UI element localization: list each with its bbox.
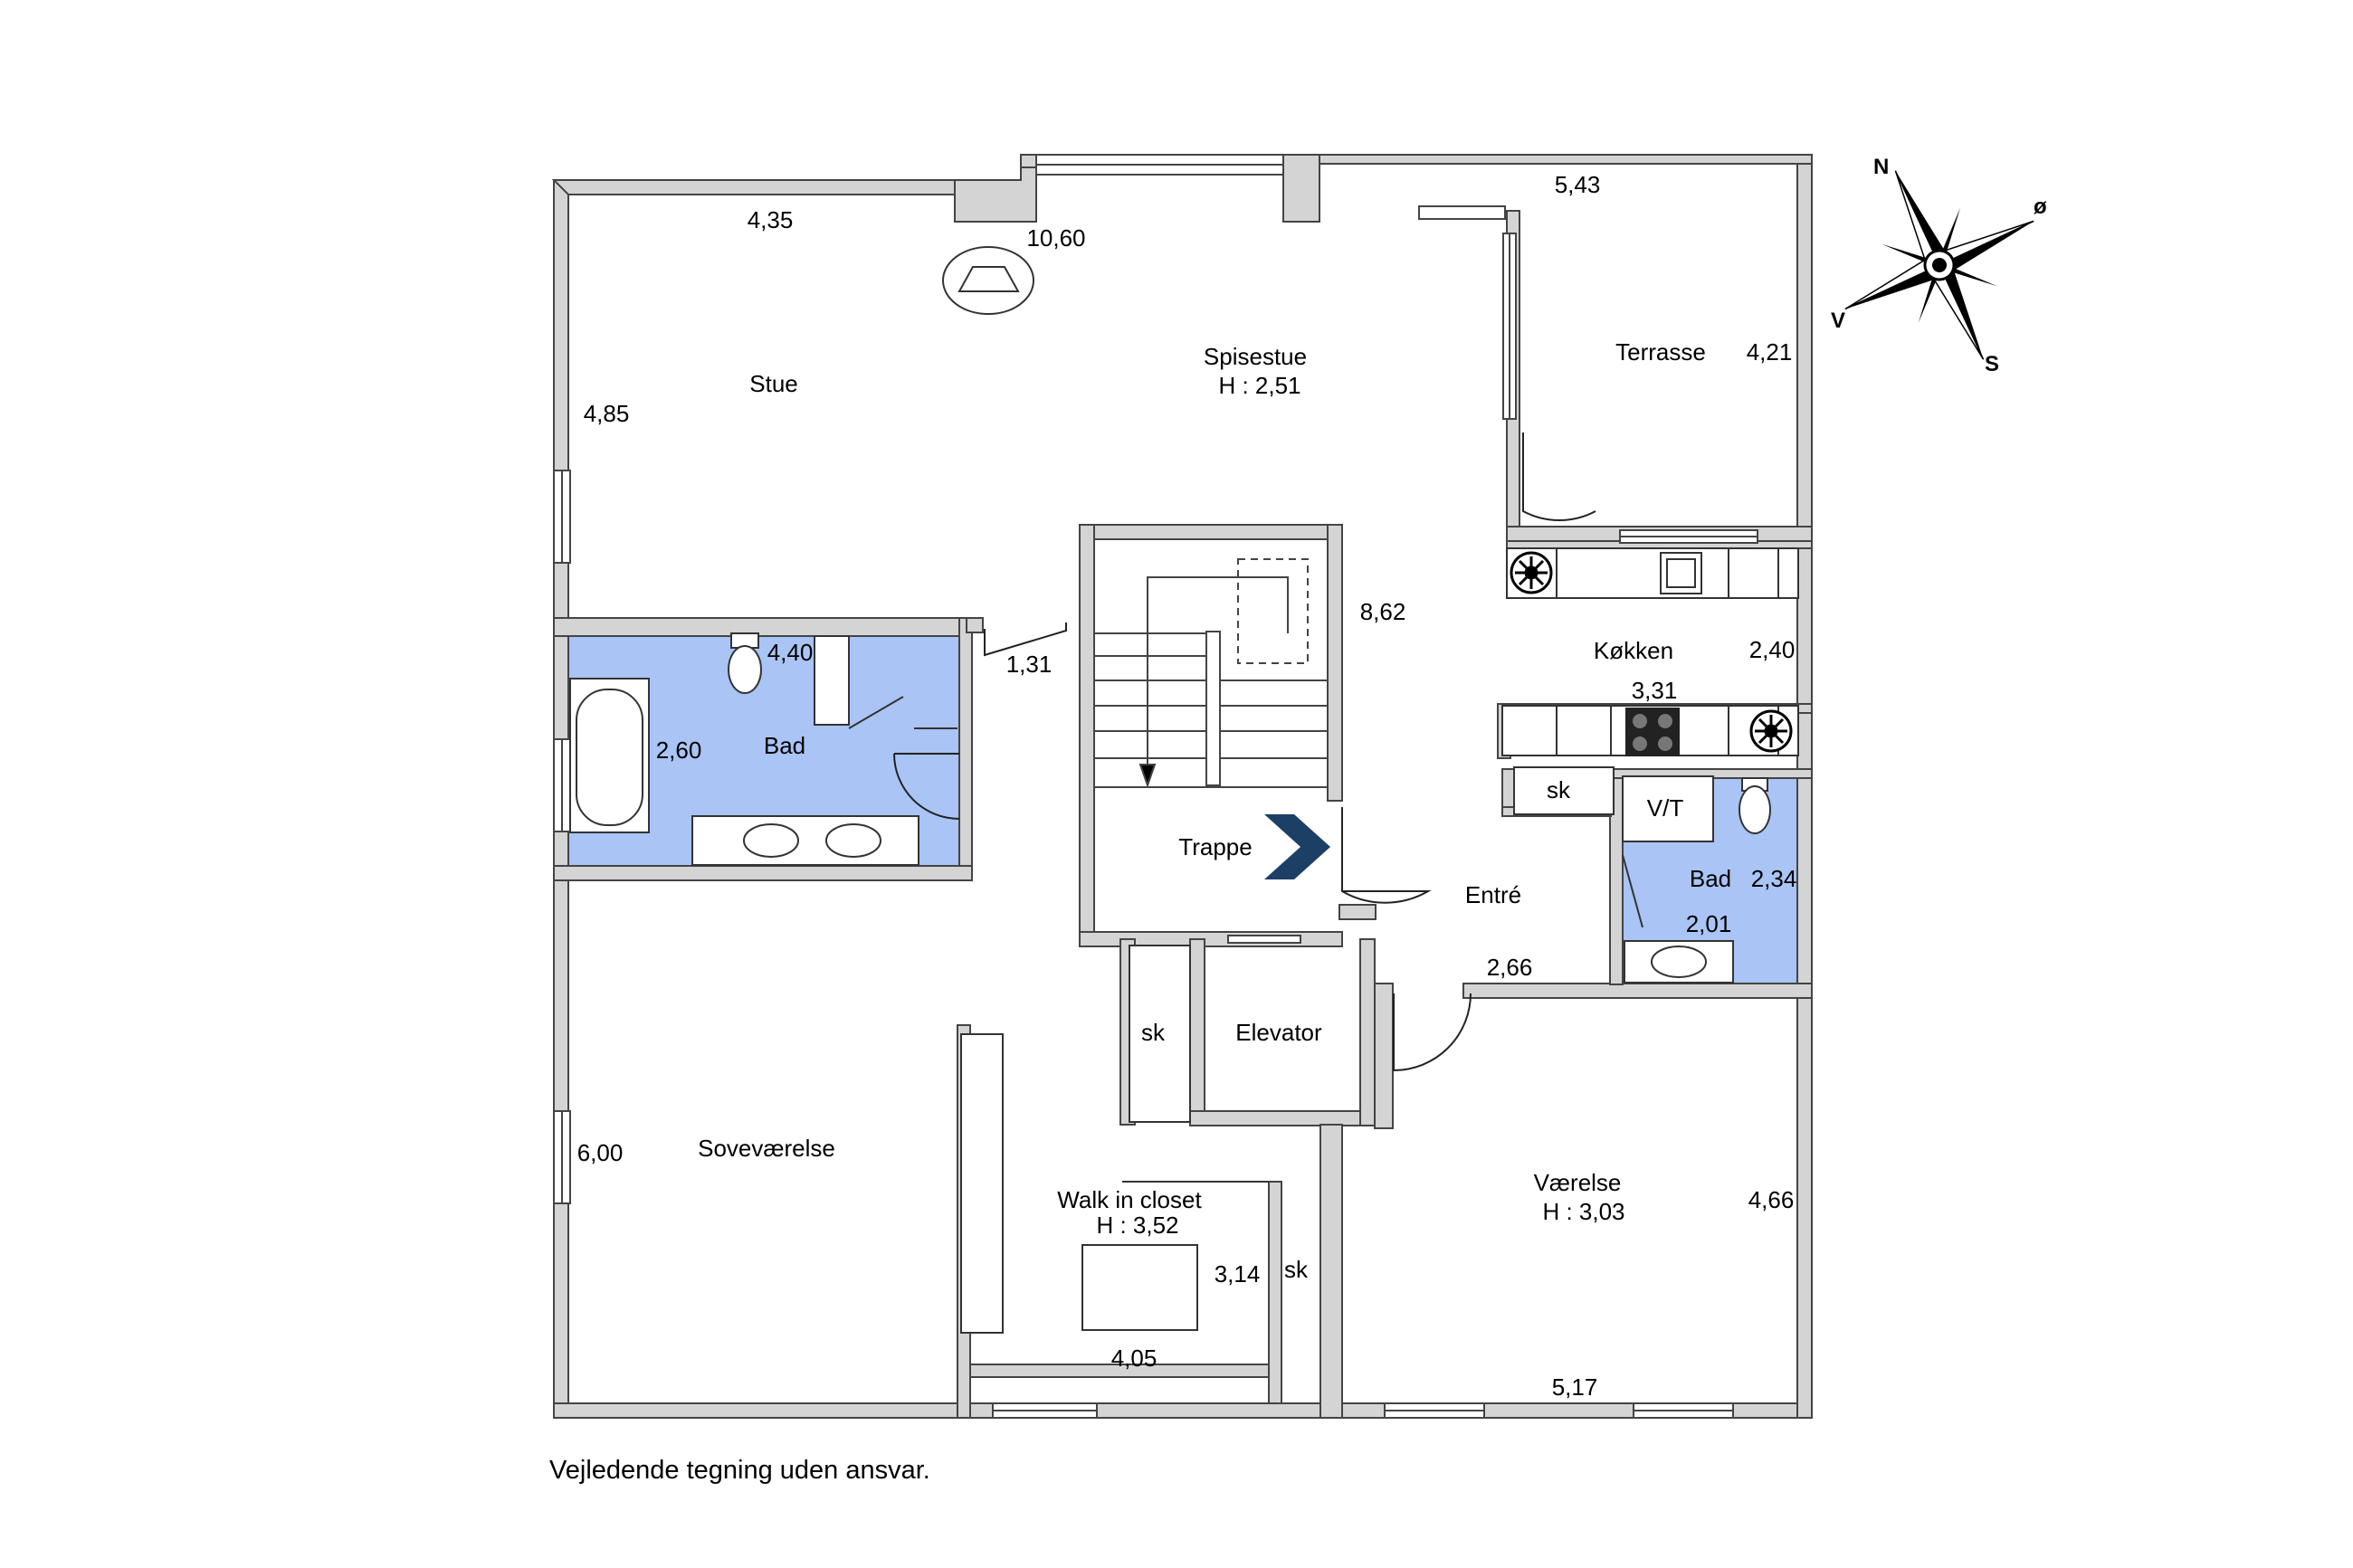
dimension-label: 10,60	[1026, 224, 1085, 252]
fan-icon	[1510, 551, 1553, 594]
fan-icon	[1749, 709, 1793, 753]
staircase	[1093, 538, 1329, 789]
doors	[893, 432, 1596, 1072]
compass-east-label: ø	[2034, 195, 2047, 219]
room-labels: Stue Spisestue H : 2,51 Terrasse Køkken …	[698, 338, 1731, 1283]
dimension-label: 4,35	[748, 206, 794, 233]
room-label-bad-left: Bad	[764, 732, 805, 759]
dimension-label: 4,66	[1748, 1186, 1795, 1213]
dimension-label: 2,60	[656, 736, 702, 764]
room-label-spisestue: Spisestue	[1204, 343, 1307, 370]
dimension-label: 4,21	[1747, 338, 1793, 366]
dimension-label: 3,31	[1632, 677, 1678, 704]
dimension-label: 2,66	[1487, 954, 1533, 981]
dimension-label: 2,34	[1751, 865, 1797, 892]
room-label-terrasse: Terrasse	[1615, 338, 1706, 366]
room-label-stue: Stue	[749, 370, 798, 397]
walls	[551, 154, 1813, 1419]
room-label-vaerelse: Værelse	[1534, 1169, 1622, 1196]
stair-direction-arrow	[1264, 814, 1330, 879]
room-label-kokken: Køkken	[1594, 637, 1673, 664]
compass-north-label: N	[1873, 155, 1889, 179]
dimension-label: 1,31	[1006, 651, 1053, 678]
dimension-label: 6,00	[577, 1139, 624, 1166]
compass-rose-icon	[1844, 170, 2034, 360]
dimension-label: 5,43	[1555, 171, 1601, 198]
room-height-vaerelse: H : 3,03	[1542, 1198, 1624, 1225]
dimension-label: 4,40	[767, 639, 814, 666]
room-label-elevator: Elevator	[1235, 1019, 1322, 1046]
dimension-label: 5,17	[1552, 1373, 1598, 1401]
dimension-label: 4,85	[584, 400, 630, 427]
windows	[553, 154, 1758, 1419]
dimension-label: 4,05	[1111, 1345, 1157, 1372]
fixtures	[569, 246, 1799, 1334]
room-label-sovevaerelse: Soveværelse	[698, 1135, 835, 1162]
room-label-bad-right: Bad	[1690, 865, 1731, 892]
disclaimer-text: Vejledende tegning uden ansvar.	[549, 1456, 930, 1485]
room-label-vt: V/T	[1647, 794, 1684, 822]
dimension-labels: 4,35 10,60 5,43 4,85 4,21 8,62 4,40 1,31…	[577, 171, 1797, 1401]
room-label-sk-closet: sk	[1284, 1256, 1309, 1283]
room-height-spisestue: H : 2,51	[1218, 372, 1300, 399]
compass-south-label: S	[1985, 352, 1999, 376]
cooktop	[1625, 708, 1680, 756]
room-label-sk-stair: sk	[1141, 1019, 1166, 1046]
dimension-label: 2,40	[1749, 636, 1796, 663]
dimension-label: 8,62	[1360, 598, 1406, 625]
dimension-label: 2,01	[1686, 910, 1732, 937]
room-height-walk-in-closet: H : 3,52	[1096, 1212, 1178, 1239]
room-label-sk-kitchen: sk	[1547, 776, 1571, 803]
compass-west-label: V	[1831, 309, 1845, 333]
room-label-trappe: Trappe	[1178, 833, 1252, 860]
room-label-walk-in-closet: Walk in closet	[1057, 1186, 1202, 1213]
room-label-entre: Entré	[1465, 881, 1521, 908]
dimension-label: 3,14	[1215, 1260, 1261, 1288]
